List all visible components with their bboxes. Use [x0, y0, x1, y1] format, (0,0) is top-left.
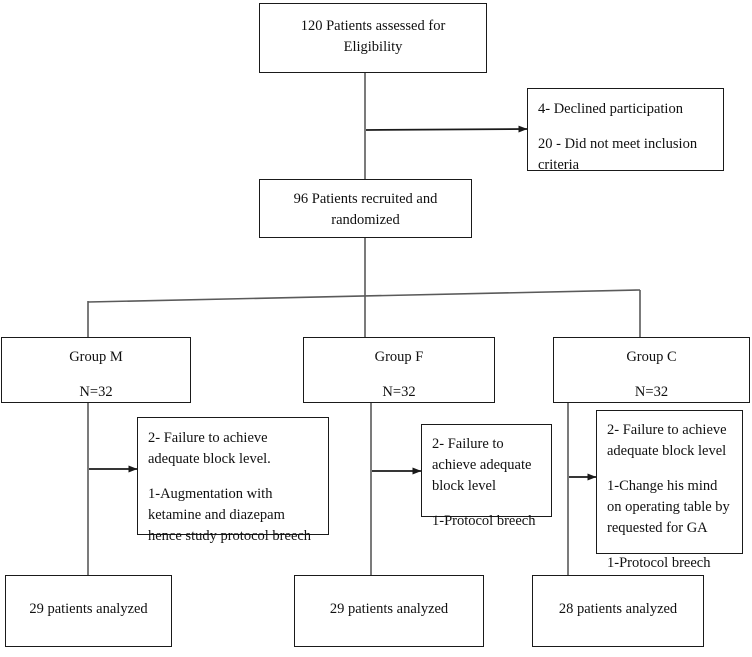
analyzed-c-label: 28 patients analyzed — [558, 601, 678, 617]
arrow-to-excluded-box — [365, 125, 528, 133]
node-analyzed-group-m: 29 patients analyzed — [5, 575, 172, 647]
node-analyzed-group-f: 29 patients analyzed — [294, 575, 484, 647]
node-group-c: Group C N=32 — [553, 337, 750, 403]
node-dropout-group-c: 2- Failure to achieve adequate block lev… — [596, 410, 743, 571]
dropout-c-line-1: 2- Failure to achieve adequate block lev… — [607, 422, 727, 460]
analyzed-f-label: 29 patients analyzed — [329, 601, 449, 617]
node-excluded: 4- Declined participation 20 - Did not m… — [527, 88, 724, 173]
group-m-name: Group M — [69, 349, 123, 365]
dropout-m-line-2: 1-Augmentation with ketamine and diazepa… — [148, 485, 312, 544]
excluded-line-2: 20 - Did not meet inclusion criteria — [538, 135, 698, 173]
dropout-f-line-1: 2- Failure to achieve adequate block lev… — [432, 436, 532, 495]
node-dropout-group-m: 2- Failure to achieve adequate block lev… — [137, 417, 329, 544]
dropout-m-line-1: 2- Failure to achieve adequate block lev… — [148, 430, 271, 468]
node-group-m: Group M N=32 — [1, 337, 191, 403]
excluded-line-1: 4- Declined participation — [538, 101, 683, 117]
group-c-name: Group C — [626, 349, 677, 365]
eligibility-line-1: 120 Patients assessed for — [300, 18, 446, 34]
group-c-count: N=32 — [634, 383, 669, 400]
group-m-count: N=32 — [79, 383, 113, 400]
dropout-c-line-2: 1-Change his mind on operating table by … — [607, 477, 730, 536]
dropout-c-line-3: 1-Protocol breech — [607, 554, 711, 571]
randomized-line-2: randomized — [331, 212, 400, 229]
eligibility-line-2: Eligibility — [343, 39, 403, 56]
node-dropout-group-f: 2- Failure to achieve adequate block lev… — [421, 424, 552, 529]
group-f-count: N=32 — [382, 383, 416, 400]
dropout-f-line-2: 1-Protocol breech — [432, 512, 536, 529]
group-f-name: Group F — [374, 349, 424, 365]
allocation-bus — [87, 289, 641, 303]
randomized-line-1: 96 Patients recruited and — [293, 191, 438, 207]
node-eligibility: 120 Patients assessed for Eligibility — [259, 3, 487, 73]
node-analyzed-group-c: 28 patients analyzed — [532, 575, 704, 647]
node-randomized: 96 Patients recruited and randomized — [259, 179, 472, 238]
node-group-f: Group F N=32 — [303, 337, 495, 403]
analyzed-m-label: 29 patients analyzed — [29, 601, 148, 617]
